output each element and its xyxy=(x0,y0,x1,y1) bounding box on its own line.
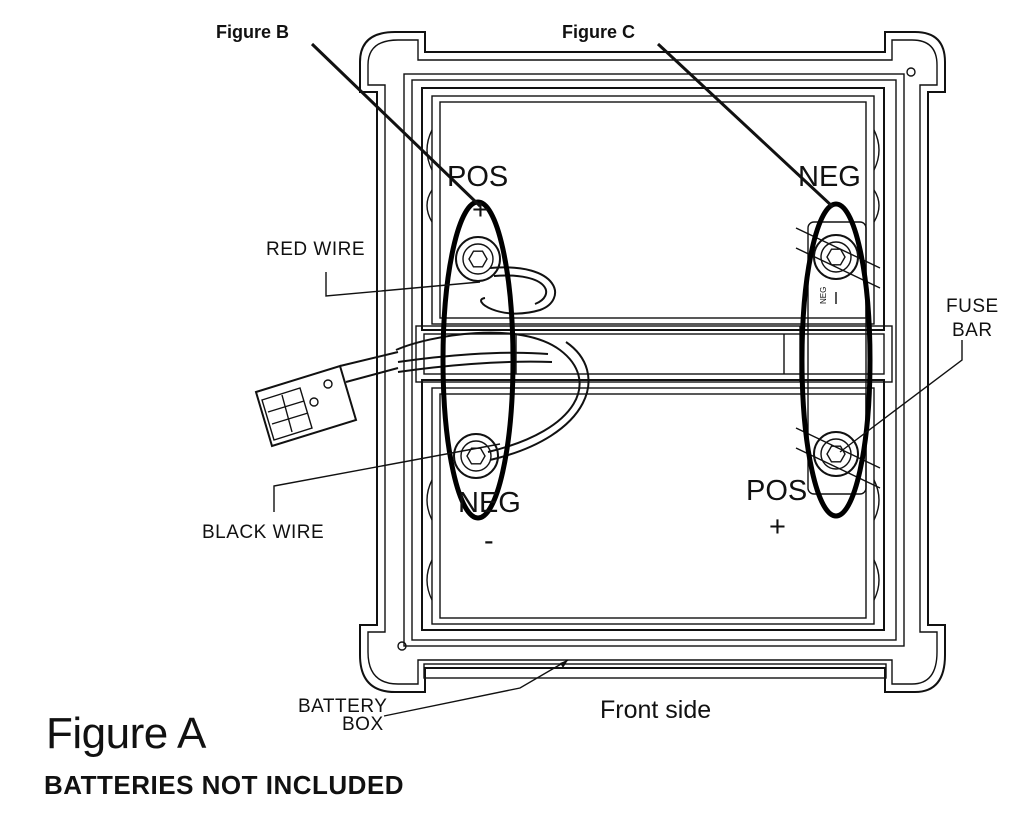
label-figure-c: Figure C xyxy=(562,22,635,42)
label-bottom-left-terminal: NEG xyxy=(458,487,521,519)
label-fuse-small: NEG xyxy=(819,287,828,304)
batteries-notice: BATTERIES NOT INCLUDED xyxy=(44,770,405,800)
highlight-oval-right xyxy=(799,201,873,519)
upper-battery xyxy=(421,87,885,331)
figure-caption: Figure A xyxy=(46,709,206,758)
leader-battery-box-arrowhead xyxy=(560,660,568,668)
label-top-right-terminal: NEG xyxy=(798,161,861,193)
label-bottom-left-sign: - xyxy=(484,525,494,557)
leader-black-wire xyxy=(273,443,501,512)
leader-red-wire xyxy=(325,272,481,297)
terminal-top-right xyxy=(813,234,859,280)
label-figure-b: Figure B xyxy=(216,22,289,42)
leader-figure-c xyxy=(656,42,835,209)
label-fuse-bar-line2: BAR xyxy=(952,320,993,341)
wire-harness xyxy=(395,266,590,461)
label-front-side: Front side xyxy=(600,696,711,724)
label-battery-box-line1: BATTERY xyxy=(298,696,387,717)
connector-plug xyxy=(254,351,399,448)
terminal-bottom-right xyxy=(813,431,859,477)
leader-battery-box xyxy=(383,659,569,717)
label-black-wire: BLACK WIRE xyxy=(202,522,324,543)
label-red-wire: RED WIRE xyxy=(266,239,365,260)
leader-figure-b xyxy=(310,42,482,208)
terminal-bottom-left xyxy=(453,433,499,479)
battery-divider xyxy=(415,325,893,383)
battery-box-outline xyxy=(359,31,946,693)
label-bottom-right-terminal: POS xyxy=(746,475,807,507)
leader-fuse-bar xyxy=(839,340,963,453)
label-battery-box-line2: BOX xyxy=(342,714,384,735)
label-fuse-bar-line1: FUSE xyxy=(946,296,999,317)
label-top-left-sign: + xyxy=(472,194,489,226)
terminal-top-left xyxy=(455,236,501,282)
label-top-left-terminal: POS xyxy=(447,161,508,193)
lower-battery xyxy=(421,379,885,631)
label-bottom-right-sign: + xyxy=(769,511,786,543)
